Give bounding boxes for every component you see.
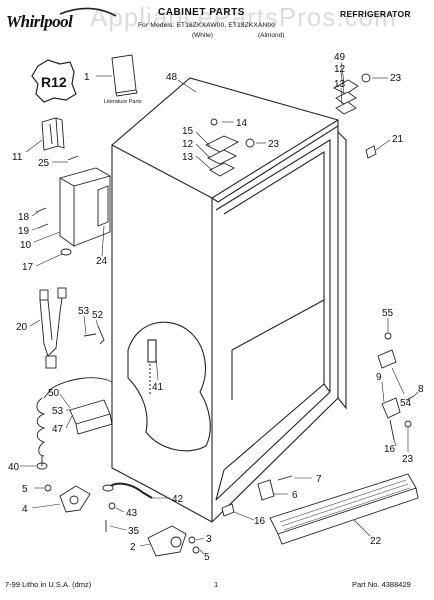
- footer-page-number: 1: [214, 580, 219, 589]
- part-43-grommet: [108, 502, 116, 510]
- brand-logo: Whirlpool: [6, 12, 73, 31]
- part-16-leg: [389, 419, 395, 441]
- part-11-bracket: [41, 117, 65, 151]
- label-1: 1: [84, 72, 90, 83]
- label-50: 50: [48, 388, 60, 399]
- wire-harness: [39, 287, 67, 369]
- hinge-top-right: [333, 73, 371, 115]
- footer-part-number: Part No. 4388429: [352, 580, 411, 589]
- part-4-fan-motor: [59, 485, 91, 513]
- label-48: 48: [166, 72, 178, 83]
- label-25: 25: [38, 158, 50, 169]
- variant-white: (White): [192, 32, 213, 39]
- part-53-screw: [83, 333, 97, 337]
- label-40: 40: [8, 462, 20, 473]
- label-18: 18: [18, 212, 30, 223]
- part-5-screw: [44, 484, 52, 492]
- label-24: 24: [96, 256, 108, 267]
- cabinet-body: [111, 77, 347, 523]
- literature-label: Literature Parts: [104, 99, 142, 105]
- label-52: 52: [92, 310, 104, 321]
- part-5-washer: [192, 546, 200, 554]
- model-list: For Models: ET18ZKXAW00, ET18ZKXAN00: [138, 22, 276, 29]
- label-19: 19: [18, 226, 30, 237]
- badge-text: R12: [41, 74, 67, 90]
- label-53: 53: [78, 306, 90, 317]
- label-23b: 23: [268, 139, 280, 150]
- label-21: 21: [392, 134, 404, 145]
- logo-swoosh: [59, 7, 117, 17]
- label-13b: 13: [182, 152, 194, 163]
- label-8: 8: [418, 384, 424, 395]
- label-5b: 5: [204, 552, 210, 563]
- category-label: REFRIGERATOR: [340, 9, 411, 19]
- label-5: 5: [22, 484, 28, 495]
- coil-assembly: [36, 377, 113, 470]
- label-11: 11: [12, 152, 23, 163]
- label-47: 47: [52, 424, 64, 435]
- part-7-screw: [277, 475, 293, 481]
- r12-badge-icon: R12: [31, 59, 77, 103]
- part-54-bracket: [377, 349, 397, 369]
- variant-almond: (Almond): [258, 32, 285, 39]
- base-grille: [269, 473, 419, 545]
- part-55-screw: [384, 332, 392, 340]
- label-17: 17: [22, 262, 34, 273]
- label-13: 13: [334, 79, 346, 90]
- hinge-center: [204, 118, 255, 177]
- label-23c: 23: [402, 454, 414, 465]
- label-12: 12: [334, 64, 346, 75]
- label-16: 16: [254, 516, 266, 527]
- watermark-text: AppliancePartsPros.com: [90, 2, 397, 32]
- part-2-roller: [147, 525, 187, 557]
- leader-lines: [20, 61, 419, 555]
- part-3-bolt: [188, 536, 196, 544]
- part-8-screw: [405, 395, 415, 401]
- label-10: 10: [20, 240, 32, 251]
- label-6: 6: [292, 490, 298, 501]
- footer-print-info: 7-99 Litho in U.S.A. (dmz): [5, 580, 92, 589]
- label-23: 23: [390, 73, 402, 84]
- label-15: 15: [182, 126, 194, 137]
- label-3: 3: [206, 534, 212, 545]
- label-49: 49: [334, 52, 346, 63]
- label-16b: 16: [384, 444, 396, 455]
- part-23-screw: [404, 420, 412, 428]
- label-53b: 53: [52, 406, 64, 417]
- part-52-clip: [97, 325, 105, 345]
- part-21-plug: [365, 145, 377, 159]
- label-42: 42: [172, 494, 184, 505]
- part-16-clip: [221, 503, 235, 517]
- callout-labels: 1 48 49 12 13 23 14 15 12 13 23 21 11 25…: [8, 52, 424, 563]
- label-55: 55: [382, 308, 394, 319]
- label-4: 4: [22, 504, 28, 515]
- label-43: 43: [126, 508, 138, 519]
- label-41: 41: [152, 382, 164, 393]
- label-12b: 12: [182, 139, 194, 150]
- label-14: 14: [236, 118, 248, 129]
- part-9-clip: [381, 397, 401, 419]
- part-6-block: [257, 479, 275, 501]
- label-54: 54: [400, 398, 412, 409]
- label-35: 35: [128, 526, 140, 537]
- label-2: 2: [130, 542, 136, 553]
- relay-box: [35, 155, 112, 256]
- label-20: 20: [16, 322, 28, 333]
- label-7: 7: [316, 474, 322, 485]
- literature-booklet-icon: Literature Parts: [104, 54, 142, 105]
- label-9: 9: [376, 372, 382, 383]
- label-22: 22: [370, 536, 382, 547]
- page-title: CABINET PARTS: [158, 7, 245, 18]
